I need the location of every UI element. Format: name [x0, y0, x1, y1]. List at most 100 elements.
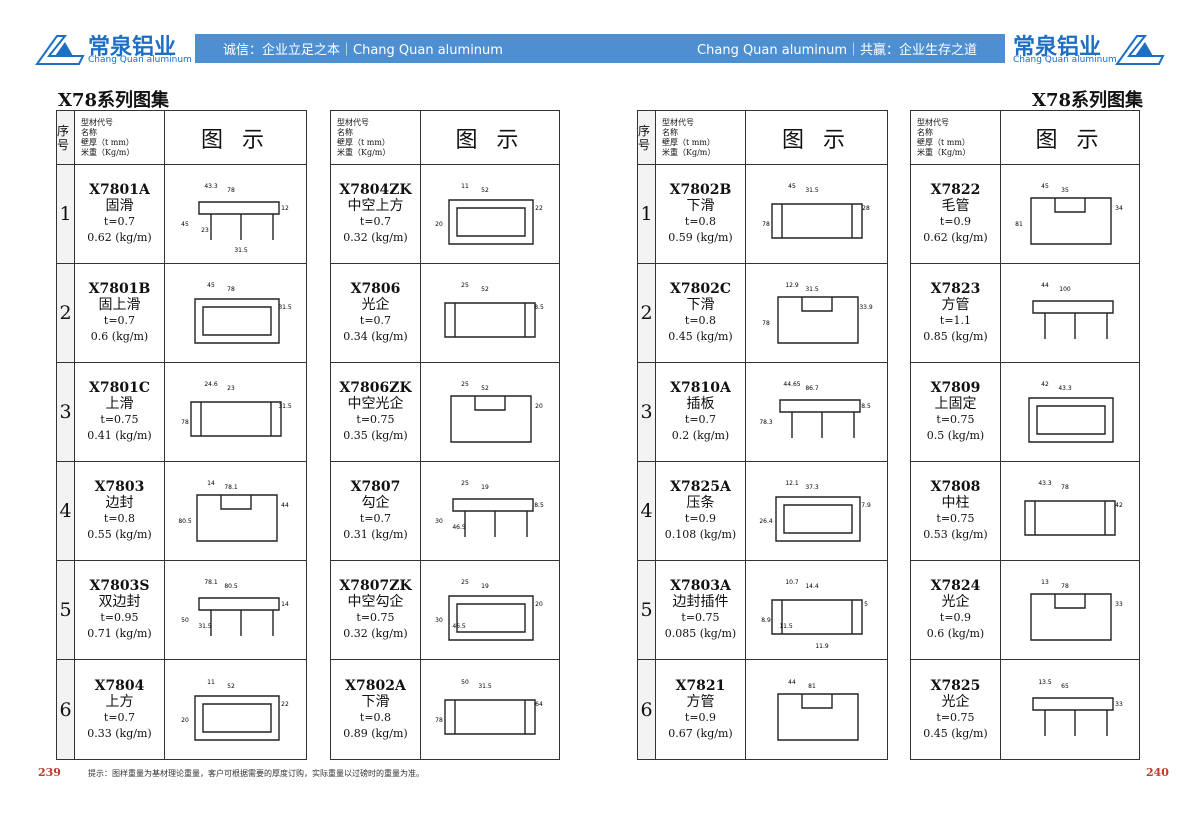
dimension-label: 26.4 [759, 518, 773, 525]
logo-en: Chang Quan aluminum [1013, 55, 1117, 65]
profile-outline [450, 395, 532, 443]
profile-code: X7807 [350, 479, 401, 495]
profile-code: X7802A [345, 677, 406, 694]
profile-thickness: t=0.8 [684, 314, 717, 327]
row-index: 1 [57, 165, 75, 263]
dimension-label: 8.5 [861, 403, 871, 410]
profile-weight: 0.108 (kg/m) [664, 528, 737, 541]
profile-thickness: t=0.8 [359, 710, 392, 724]
dimension-label: 25 [461, 579, 469, 586]
profile-name: 中空光企 [347, 396, 404, 412]
dimension-label: 31.5 [805, 187, 819, 194]
header-info-line: 米重（Kg/m） [917, 147, 971, 157]
profile-outline [770, 203, 863, 239]
dimension-label: 81 [1015, 221, 1023, 228]
dimension-label: 13 [1041, 579, 1049, 586]
dimension-label: 43.3 [1038, 480, 1052, 487]
profile-name: 光企 [361, 297, 390, 313]
dimension-label: 25 [461, 381, 469, 388]
profile-weight: 0.71 (kg/m) [87, 627, 152, 640]
header-info-line: 型材代号 [662, 117, 694, 127]
header-info: 型材代号名称壁厚（t mm）米重（Kg/m） [331, 111, 421, 164]
profile-outline [197, 597, 280, 636]
dimension-label: 30 [435, 518, 443, 525]
profile-code: X7824 [930, 578, 981, 594]
profile-outline [1032, 696, 1114, 736]
profile-name: 中柱 [941, 495, 970, 511]
profile-weight: 0.55 (kg/m) [87, 528, 152, 541]
header-figure: 图 示 [455, 127, 525, 153]
header-info-line: 名称 [662, 127, 678, 137]
header-info-line: 壁厚（t mm） [917, 137, 970, 147]
dimension-label: 12.1 [785, 480, 799, 487]
profile-weight: 0.89 (kg/m) [343, 726, 408, 740]
profile-drawing: 43.342 [1028, 381, 1114, 443]
dimension-label: 25 [461, 480, 469, 487]
table-header: 序号型材代号名称壁厚（t mm）米重（Kg/m）图 示 [638, 111, 887, 165]
row-index: 3 [57, 363, 75, 461]
table-header: 型材代号名称壁厚（t mm）米重（Kg/m）图 示 [911, 111, 1139, 165]
logo-mark-icon [1115, 35, 1165, 65]
dimension-label: 22 [535, 205, 543, 212]
table-header: 型材代号名称壁厚（t mm）米重（Kg/m） 图 示 [331, 111, 559, 165]
profile-thickness: t=0.7 [359, 314, 392, 327]
header-bar: 常泉铝业 Chang Quan aluminum 诚信：企业立足之本｜Chang… [0, 29, 1200, 67]
row-index: 6 [57, 660, 75, 759]
profile-code: X7809 [930, 380, 981, 396]
profile-outline [195, 494, 278, 542]
slogan-left: 诚信：企业立足之本｜Chang Quan aluminum [223, 43, 503, 58]
dimension-label: 78 [1061, 484, 1069, 491]
profile-weight: 0.5 (kg/m) [926, 429, 985, 442]
table-header: 序号型材代号名称壁厚（t mm）米重（Kg/m）图 示 [57, 111, 306, 165]
dimension-label: 100 [1059, 286, 1071, 293]
dimension-label: 33 [1115, 701, 1123, 708]
dimension-label: 5 [864, 601, 868, 608]
profile-outline [1028, 397, 1114, 443]
dimension-label: 78.3 [759, 419, 773, 426]
dimension-label: 52 [481, 187, 489, 194]
profile-outline [197, 201, 280, 240]
profile-name: 方管 [686, 693, 715, 710]
profile-name: 光企 [941, 594, 970, 610]
profile-outline [1024, 500, 1116, 536]
profile-code: X7801B [88, 281, 151, 297]
profile-name: 下滑 [361, 693, 390, 710]
dimension-label: 31.5 [278, 304, 292, 311]
profile-weight: 0.53 (kg/m) [923, 528, 988, 541]
profile-thickness: t=0.7 [684, 413, 717, 426]
profile-code: X7821 [675, 677, 726, 694]
profile-name: 插板 [686, 396, 715, 412]
header-info-line: 米重（Kg/m） [662, 147, 716, 157]
logo-en: Chang Quan aluminum [88, 55, 192, 65]
profile-weight: 0.59 (kg/m) [668, 231, 733, 244]
profile-code: X7801A [89, 182, 150, 198]
